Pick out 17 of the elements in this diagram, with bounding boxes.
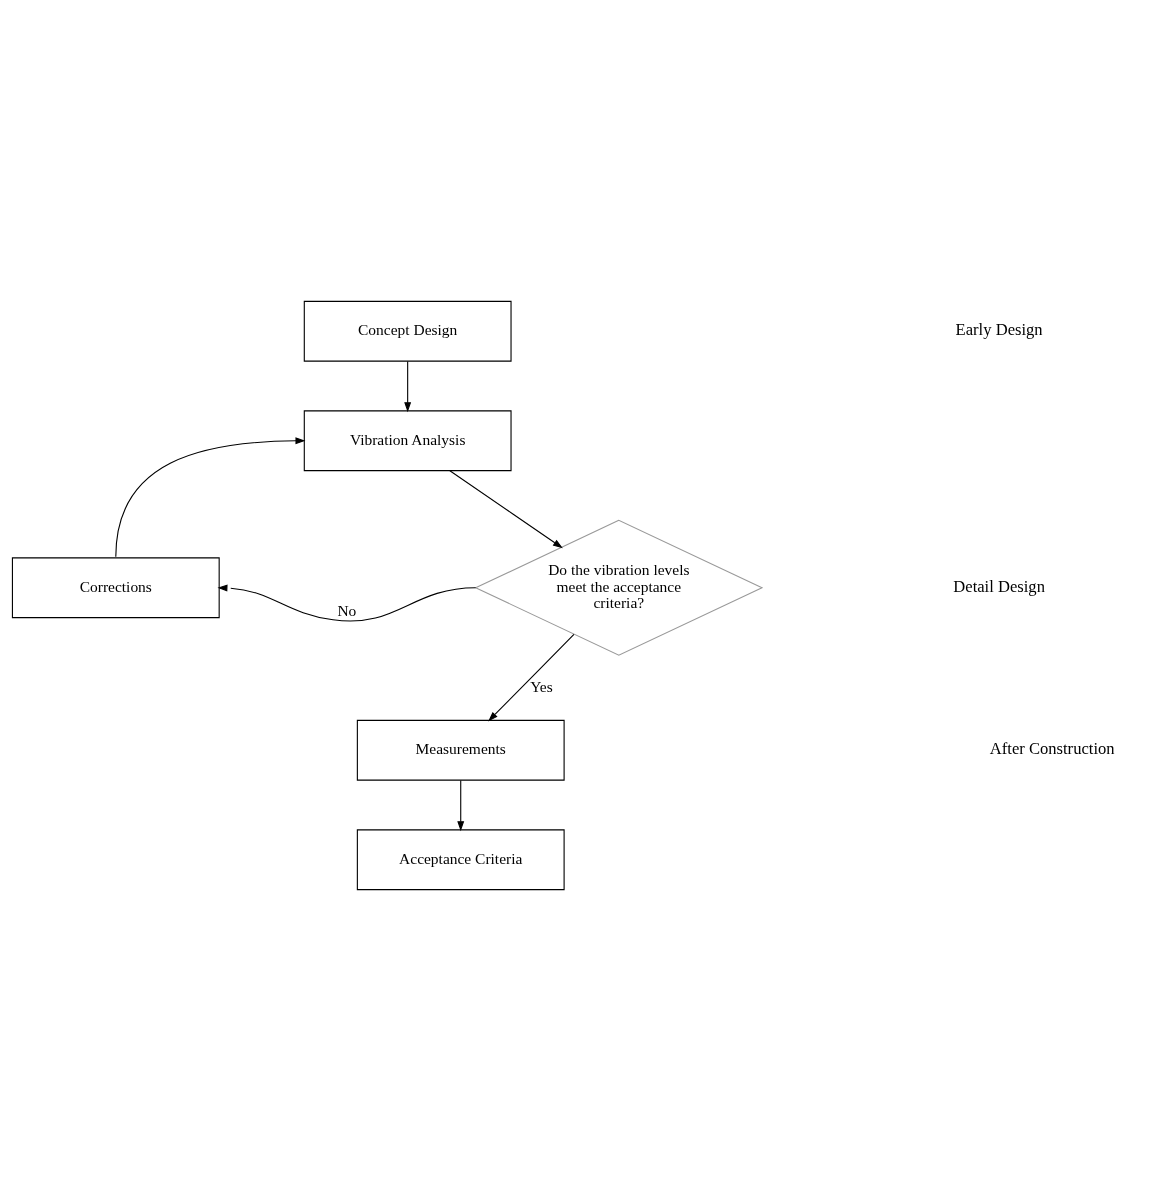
node-box: Concept Design xyxy=(303,300,512,362)
label: Detail Design xyxy=(953,576,1045,596)
arrow xyxy=(217,584,477,622)
label: Early Design xyxy=(955,319,1043,339)
arrow xyxy=(457,779,465,831)
label: After Construction xyxy=(989,738,1115,758)
edge-label: No xyxy=(337,601,357,619)
arrow xyxy=(449,469,563,548)
arrow xyxy=(488,633,575,721)
node-diamond: Do the vibration levels meet the acceptance criteria? xyxy=(474,519,764,656)
node-box: Vibration Analysis xyxy=(303,409,512,471)
edge-label: Yes xyxy=(530,677,553,695)
node-box: Acceptance Criteria xyxy=(356,828,565,890)
arrow xyxy=(115,436,306,557)
node-box: Measurements xyxy=(356,719,565,781)
arrow xyxy=(404,360,412,412)
node-box: Corrections xyxy=(11,556,220,618)
